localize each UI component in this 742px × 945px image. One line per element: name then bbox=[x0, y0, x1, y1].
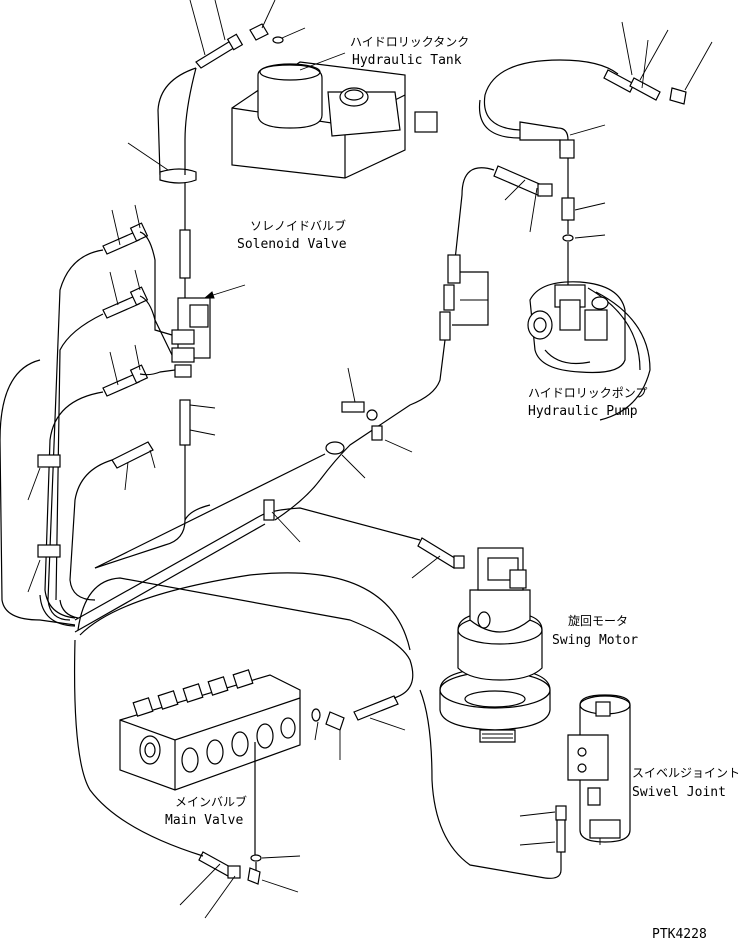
solenoid-valve-label-en: Solenoid Valve bbox=[237, 237, 347, 252]
swing-motor-label-en: Swing Motor bbox=[552, 633, 638, 648]
tank-return-fittings bbox=[189, 0, 306, 69]
hydraulic-tank-label-en: Hydraulic Tank bbox=[352, 53, 462, 68]
main-valve-side-fittings bbox=[311, 695, 406, 760]
pump-fittings bbox=[493, 121, 606, 285]
main-valve-label-en: Main Valve bbox=[165, 813, 243, 828]
hydraulic-pump bbox=[527, 281, 651, 421]
solenoid-valve bbox=[171, 284, 246, 378]
swivel-joint-label-ja: スイベルジョイント bbox=[632, 766, 740, 780]
drawing-code: PTK4228 bbox=[652, 927, 707, 942]
swivel-joint bbox=[567, 694, 631, 845]
pump-top-right-fittings bbox=[603, 21, 713, 105]
main-valve bbox=[119, 669, 301, 791]
hydraulic-pump-label-en: Hydraulic Pump bbox=[528, 404, 638, 419]
swivel-joint-fittings bbox=[519, 805, 567, 879]
main-valve-label-ja: メインバルブ bbox=[175, 794, 247, 809]
swivel-joint-label-en: Swivel Joint bbox=[632, 785, 726, 800]
left-fittings bbox=[102, 204, 156, 491]
hydraulic-tank bbox=[231, 52, 438, 179]
hydraulic-pump-label-ja: ハイドロリックポンプ bbox=[528, 386, 647, 400]
swing-motor-label-ja: 旋回モータ bbox=[568, 614, 628, 628]
swing-motor bbox=[439, 547, 551, 743]
solenoid-valve-label-ja: ソレノイドバルブ bbox=[250, 218, 346, 233]
hydraulic-tank-label-ja: ハイドロリックタンク bbox=[350, 35, 469, 49]
main-valve-bottom-fittings bbox=[179, 851, 299, 919]
